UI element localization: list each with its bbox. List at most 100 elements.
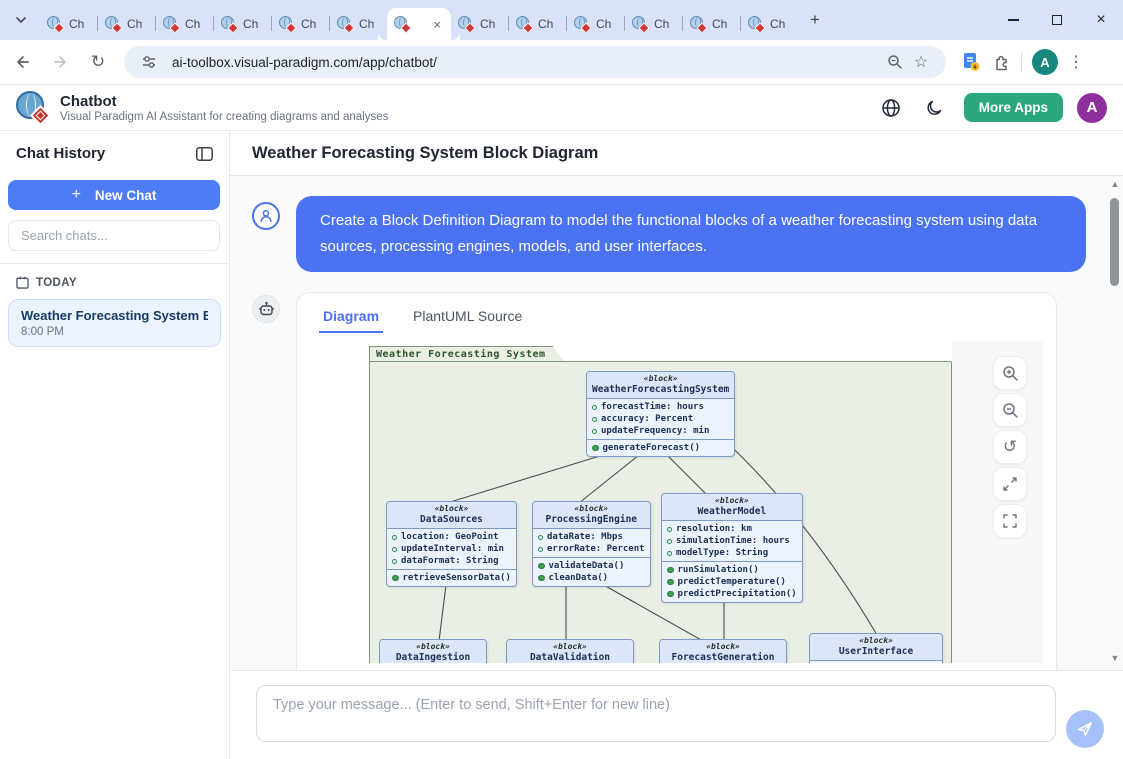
attribute-marker-icon <box>667 526 672 532</box>
moon-icon <box>927 100 941 115</box>
tab-close-icon[interactable]: × <box>433 16 441 32</box>
scrollbar-thumb[interactable] <box>1110 198 1119 286</box>
zoom-page-icon[interactable] <box>882 49 908 75</box>
address-bar[interactable]: ai-toolbox.visual-paradigm.com/app/chatb… <box>124 46 946 78</box>
date-section-label: TODAY <box>36 276 77 289</box>
message-input[interactable] <box>256 685 1056 742</box>
browser-tab[interactable]: Ch <box>567 8 624 40</box>
app-subtitle: Visual Paradigm AI Assistant for creatin… <box>60 110 389 123</box>
browser-tab-active[interactable]: × <box>387 8 460 40</box>
dark-mode-button[interactable] <box>920 93 950 123</box>
browser-tab[interactable]: Ch <box>40 8 97 40</box>
panel-tab-plantuml-source[interactable]: PlantUML Source <box>413 308 523 324</box>
browser-tab[interactable]: Ch <box>156 8 213 40</box>
back-button[interactable] <box>6 46 38 78</box>
chat-scrollbar[interactable]: ▲ ▼ <box>1108 176 1122 670</box>
url-text[interactable]: ai-toolbox.visual-paradigm.com/app/chatb… <box>172 54 437 70</box>
new-chat-label: New Chat <box>94 187 157 203</box>
zoom-in-button[interactable] <box>993 356 1027 390</box>
window-minimize-button[interactable] <box>991 0 1035 40</box>
browser-tab[interactable]: Ch <box>741 8 798 40</box>
collapse-sidebar-button[interactable] <box>196 146 213 161</box>
uml-block-ForecastGeneration: «block»ForecastGeneration <box>659 639 787 663</box>
uml-operation: predictPrecipitation() <box>677 589 797 599</box>
date-section-header: TODAY <box>0 264 229 297</box>
attribute-marker-icon <box>592 428 597 434</box>
uml-block-header: «block»DataIngestion <box>380 640 486 663</box>
uml-block-name: UserInterface <box>838 646 914 657</box>
tab-label: Ch <box>654 17 670 31</box>
search-chats-input[interactable] <box>8 220 220 251</box>
browser-tab[interactable]: Ch <box>509 8 566 40</box>
forward-button[interactable] <box>44 46 76 78</box>
panel-tab-diagram[interactable]: Diagram <box>318 308 384 333</box>
uml-attribute: simulationTime: hours <box>676 536 790 546</box>
send-button[interactable] <box>1066 710 1104 748</box>
new-tab-button[interactable]: + <box>810 10 820 29</box>
zoom-out-button[interactable] <box>993 393 1027 427</box>
chat-history-sidebar: Chat History + New Chat TODAY Weather Fo… <box>0 131 230 759</box>
browser-profile-avatar[interactable]: A <box>1032 49 1058 75</box>
language-globe-button[interactable] <box>876 93 906 123</box>
window-maximize-button[interactable] <box>1035 0 1079 40</box>
browser-tab[interactable]: Ch <box>625 8 682 40</box>
uml-block-header: «block»UserInterface <box>810 634 942 660</box>
browser-tab[interactable]: Ch <box>272 8 329 40</box>
chat-history-item[interactable]: Weather Forecasting System Bl...8:00 PM <box>8 299 221 347</box>
uml-block-header: «block»WeatherForecastingSystem <box>587 372 735 398</box>
uml-stereotype: «block» <box>715 496 749 505</box>
operation-marker-icon <box>592 444 599 452</box>
scroll-up-icon[interactable]: ▲ <box>1110 179 1120 189</box>
fullscreen-button[interactable] <box>993 504 1027 538</box>
browser-menu-icon[interactable]: ⋮ <box>1068 54 1084 71</box>
uml-composition-connector <box>446 451 611 504</box>
user-message-bubble: Create a Block Definition Diagram to mod… <box>296 196 1086 272</box>
uml-block-name: DataValidation <box>529 652 611 663</box>
tab-search-button[interactable] <box>8 7 34 33</box>
uml-attributes: displayMode: String <box>810 660 942 663</box>
robot-icon <box>258 301 274 315</box>
page-title: Weather Forecasting System Block Diagram <box>252 143 599 162</box>
window-close-button[interactable]: × <box>1079 0 1123 40</box>
browser-tab[interactable]: Ch <box>330 8 387 40</box>
expand-button[interactable] <box>993 467 1027 501</box>
operation-marker-icon <box>538 562 545 570</box>
sidebar-header: Chat History <box>0 131 229 176</box>
browser-tab[interactable]: Ch <box>214 8 271 40</box>
uml-stereotype: «block» <box>574 504 609 513</box>
uml-operations: generateForecast() <box>587 439 735 456</box>
attribute-marker-icon <box>667 538 672 544</box>
uml-operation: cleanData() <box>548 573 609 583</box>
new-chat-button[interactable]: + New Chat <box>8 180 220 210</box>
tab-label: Ch <box>127 17 143 31</box>
site-settings-icon[interactable] <box>136 49 162 75</box>
browser-tab[interactable]: Ch <box>98 8 155 40</box>
uml-block-header: «block»DataSources <box>387 502 516 528</box>
uml-stereotype: «block» <box>553 642 587 651</box>
scroll-down-icon[interactable]: ▼ <box>1110 653 1120 663</box>
diagram-viewport[interactable]: Weather Forecasting System «block»Weathe… <box>307 341 952 663</box>
download-extension-icon[interactable] <box>960 51 982 73</box>
person-icon <box>260 209 272 223</box>
tab-separator <box>566 16 567 31</box>
more-apps-button[interactable]: More Apps <box>963 93 1063 122</box>
bookmark-star-icon[interactable]: ☆ <box>913 54 929 71</box>
uml-composition-connector <box>438 577 450 642</box>
browser-tab[interactable]: Ch <box>683 8 740 40</box>
forward-icon <box>52 54 69 70</box>
sidebar-divider <box>0 263 229 264</box>
browser-tab[interactable]: Ch <box>451 8 508 40</box>
user-account-avatar[interactable]: A <box>1077 92 1107 123</box>
uml-stereotype: «block» <box>859 636 893 645</box>
reset-view-button[interactable]: ↺ <box>993 430 1027 464</box>
app-title-wrap: Chatbot Visual Paradigm AI Assistant for… <box>60 93 388 123</box>
attribute-marker-icon <box>392 534 397 540</box>
attribute-marker-icon <box>592 404 597 410</box>
reload-button[interactable]: ↻ <box>82 46 114 78</box>
extensions-puzzle-icon[interactable] <box>992 53 1011 72</box>
visual-paradigm-favicon <box>516 16 534 34</box>
tab-separator <box>624 16 625 31</box>
maximize-icon <box>1052 15 1062 25</box>
